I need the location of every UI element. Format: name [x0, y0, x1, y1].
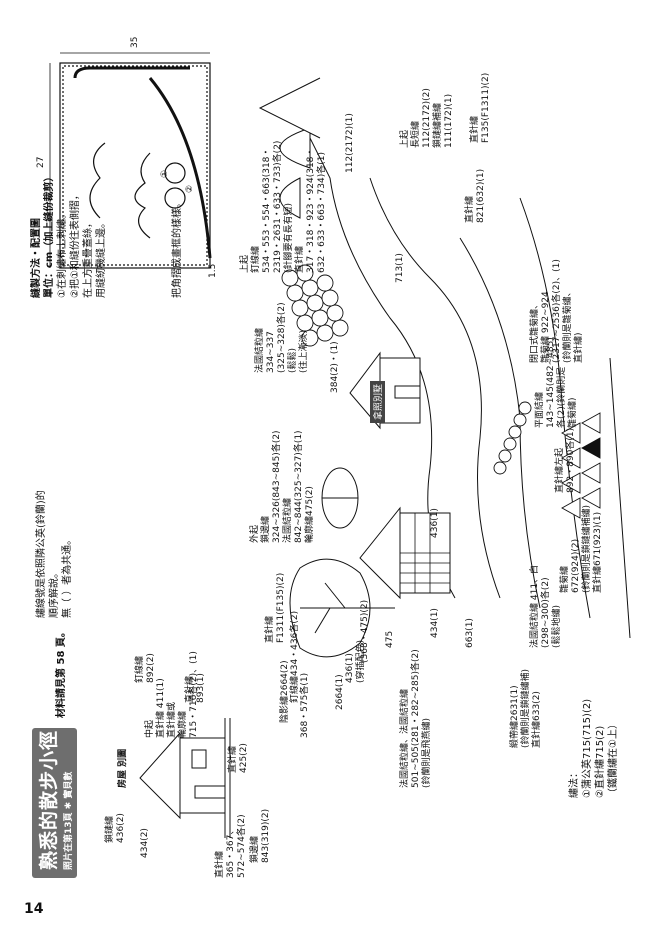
house-left — [359, 506, 451, 600]
house-label-0: 鎖鏈繡 436(2) — [105, 813, 126, 843]
label-top-right: 上起 長短繡 112(2172)(2) 鎖鏈繡補繡 111(172)(1) — [400, 88, 454, 148]
house-label-2: 直針繡 365・367、 572~574各(2) — [215, 814, 247, 878]
note-line-2: 順序解說。 — [49, 568, 60, 618]
label-436: 436(1) — [430, 508, 440, 538]
title-banner: 熟悉的散步小徑 照片在第13頁 ✱ 實貝數 — [32, 728, 77, 878]
label-top-mid: 上起 釘線繡 534・553・554・663(318・ 2319・2631・63… — [240, 140, 327, 273]
tree-middle — [321, 467, 359, 529]
method-unit: 單位：cm（加上縫份裁剪） — [44, 171, 55, 298]
label-821: 直針繡 821(632)(1) — [465, 168, 486, 223]
label-384: 384(2)・(1) — [330, 341, 340, 393]
dimension-width: 27 — [36, 156, 46, 168]
label-713: 713(1) — [395, 253, 405, 283]
label-shadow: 陰影繡2664(2) — [280, 660, 290, 723]
house-label-7: 釘線繡 892(2) — [135, 653, 156, 683]
outline-note: 把角摺成畫框的樣樣。 — [172, 198, 183, 298]
house-diagram-title: 房屋 別圖 — [118, 748, 128, 788]
method-block: 縫製方法・配置圖 單位：cm（加上縫份裁剪） ①在刺繡布上刺繡。 ②把①和縫份往… — [30, 172, 108, 298]
layout-diagram — [49, 52, 212, 269]
page-subtitle: 照片在第13頁 ✱ 實貝數 — [64, 771, 74, 870]
label-475: 475 — [385, 630, 395, 648]
label-663: 663(1) — [465, 618, 475, 648]
dimension-height: 35 — [130, 36, 140, 48]
label-satin: 緞帶繡2631(1) (鈴蘭則是鎖鏈繡補) 直針繡633(2) — [510, 668, 542, 748]
method-step-1: ①在刺繡布上刺繡。 — [57, 209, 68, 298]
scheme-item-3: （鐵蘭繡在①上） — [608, 719, 619, 798]
label-f135: 直針繡 F135(F1311)(2) — [470, 72, 491, 143]
note-line-1: 繡線號是依照隣公英(鈴蘭)的 — [36, 490, 47, 618]
label-tree-left: 直針繡 F1311(F135)(2) — [265, 572, 286, 643]
label-petal: 雛菊繡 672(924)(2) (鈴蘭則是鎖鏈繡補繡) 直針繡671(923)(… — [560, 504, 603, 593]
materials-note: 材料請見第 58 頁。 — [56, 627, 67, 718]
label-434: 434(1) — [430, 608, 440, 638]
house-right — [349, 351, 421, 430]
house-badge: 拿照別墅 — [370, 380, 385, 423]
house-label-3: 鎖邊繡 843(319)(2) — [250, 808, 271, 863]
method-heading: 縫製方法・配置圖 — [31, 218, 42, 298]
label-112: 112(2172)(1) — [345, 113, 355, 173]
method-step-2: ②把①和縫份往表側摺， 在上方重疊蓋絲， 用縫紉機縫上邊。 — [70, 190, 107, 298]
trees-top-right — [258, 77, 321, 219]
tree-left — [289, 558, 395, 658]
small-house-diagram — [139, 718, 231, 838]
page-title: 熟悉的散步小徑 — [38, 729, 60, 870]
label-daisy: 閉口式雛菊繡、 雛菊繡 922~924 (2317~2536)各(2)、(1) … — [530, 259, 584, 363]
house-label-1: 434(2) — [140, 828, 150, 858]
house-label-6: 直針繡 893(1) — [185, 673, 206, 703]
marker-2: ② — [185, 184, 195, 193]
scheme-item-1: ①蒲公英715(715)(2) — [582, 698, 593, 798]
dimension-margin: 1.5 — [208, 263, 218, 278]
triangle-flowers — [561, 412, 601, 519]
label-straight-bottom: 直針繡左起 892・890各(1) — [555, 427, 576, 493]
label-knots: 法國結粒繡、法國結粒繡 501~505(281・282~285)各(2) (鈴蘭… — [400, 649, 432, 788]
label-2664: 2664(1) — [335, 674, 345, 710]
marker-1: ① — [160, 169, 170, 178]
house-label-4: 直針繡 425(2) — [228, 743, 249, 773]
stitch-scheme: 繡法： ①蒲公英715(715)(2) ②直針繡715(2) （鐵蘭繡在①上） — [568, 699, 620, 798]
label-knot-mid: 法國結粒繡 411、白 (298~300)各(2) (鬆鬆地繡) — [530, 564, 562, 648]
thread-notes: 繡線號是依照隣公英(鈴蘭)的 順序解說。 無（ ）者為共通。 — [35, 490, 74, 618]
scheme-heading: 繡法： — [569, 768, 580, 798]
page-number: 14 — [24, 901, 44, 917]
scheme-item-2: ②直針繡715(2) — [595, 725, 606, 798]
label-knot-top: 法國結粒繡 334~337 (325~328)各(2) (鬆鬆) (往上漸淡) — [255, 302, 309, 373]
note-line-3: 無（ ）者為共通。 — [62, 534, 73, 618]
label-436b: 436(1) (穿插配色) — [345, 639, 366, 683]
bushes — [281, 264, 532, 475]
label-368b: 368・575各(1) — [300, 672, 310, 738]
label-tree-left2: 外起 鎖邊繡 324~326(843~845)各(2) 法國結粒繡 842~84… — [250, 430, 315, 543]
